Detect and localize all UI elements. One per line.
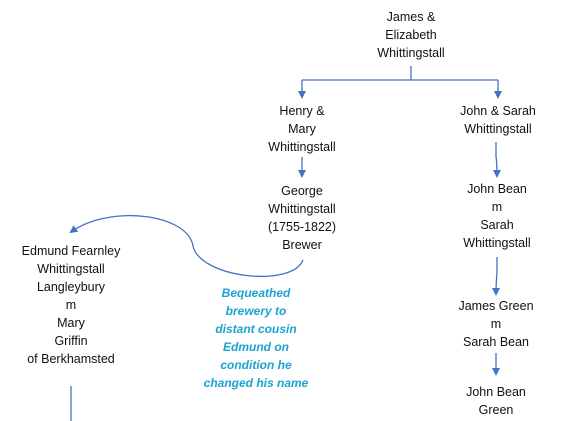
arrow-to-james-green (492, 257, 501, 296)
node-john-bean-sarah: John Bean m Sarah Whittingstall (463, 182, 531, 250)
node-edmund: Edmund Fearnley Whittingstall Langleybur… (21, 244, 121, 366)
node-john-sarah: John & Sarah Whittingstall (460, 104, 536, 136)
node-henry-mary: Henry & Mary Whittingstall (268, 104, 336, 154)
arrow-to-john-bean-sarah (492, 142, 501, 178)
node-james-green: James Green m Sarah Bean (458, 299, 534, 349)
node-james-elizabeth: James & Elizabeth Whittingstall (377, 10, 445, 60)
bequest-annotation: Bequeathed brewery to distant cousin Edm… (203, 286, 309, 390)
node-george: George Whittingstall (1755-1822) Brewer (267, 184, 337, 252)
node-john-bean-green: John Bean Green (466, 385, 526, 417)
bequest-curve-arrow (69, 214, 304, 278)
